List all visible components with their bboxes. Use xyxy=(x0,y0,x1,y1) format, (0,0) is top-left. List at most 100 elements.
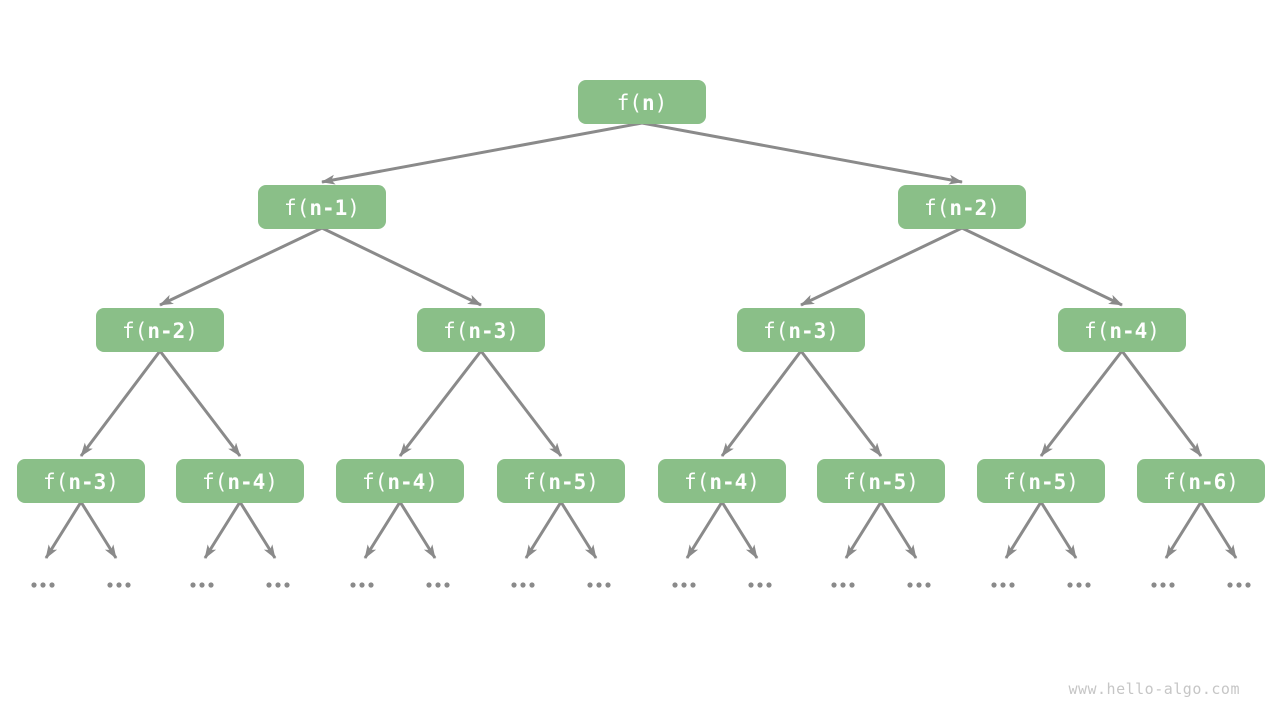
tree-node-label: f(n-3) xyxy=(43,470,119,494)
tree-node-label: f(n) xyxy=(617,91,668,115)
tree-node: f(n-4) xyxy=(658,459,786,503)
leaf-edge xyxy=(238,501,277,559)
leaf-edge xyxy=(363,501,402,559)
ellipsis-dot xyxy=(520,582,526,588)
tree-node: f(n-5) xyxy=(977,459,1105,503)
ellipsis-dot xyxy=(1160,582,1166,588)
leaf-edge xyxy=(1039,501,1078,559)
ellipsis-dot xyxy=(1000,582,1006,588)
ellipsis xyxy=(350,582,374,588)
tree-node-label: f(n-3) xyxy=(443,319,519,343)
ellipsis-dot xyxy=(1067,582,1073,588)
ellipsis-dot xyxy=(757,582,763,588)
leaf-edge xyxy=(685,501,724,559)
tree-edge xyxy=(398,350,483,457)
ellipsis-dot xyxy=(116,582,122,588)
tree-node-label: f(n-5) xyxy=(1003,470,1079,494)
tree-node: f(n-4) xyxy=(176,459,304,503)
ellipsis-dot xyxy=(275,582,281,588)
tree-node: f(n-3) xyxy=(17,459,145,503)
ellipsis-dot xyxy=(766,582,772,588)
ellipsis-dot xyxy=(916,582,922,588)
leaf-edge xyxy=(879,501,918,559)
tree-node: f(n-4) xyxy=(336,459,464,503)
tree-node-label: f(n-3) xyxy=(763,319,839,343)
tree-node-label: f(n-4) xyxy=(362,470,438,494)
leaf-edge xyxy=(559,501,598,559)
ellipsis xyxy=(748,582,772,588)
leaf-edge xyxy=(44,501,83,559)
tree-node-box xyxy=(497,459,625,503)
tree-node-box xyxy=(898,185,1026,229)
ellipsis xyxy=(587,582,611,588)
tree-node: f(n-4) xyxy=(1058,308,1186,352)
ellipsis-dot xyxy=(1245,582,1251,588)
tree-edge xyxy=(79,350,162,457)
tree-node-box xyxy=(1058,308,1186,352)
tree-node-label: f(n-4) xyxy=(202,470,278,494)
leaf-edge xyxy=(398,501,437,559)
ellipsis xyxy=(190,582,214,588)
ellipsis-dot xyxy=(991,582,997,588)
ellipsis-dot xyxy=(1009,582,1015,588)
leaf-edge xyxy=(79,501,118,559)
tree-node: f(n-3) xyxy=(737,308,865,352)
tree-node-box xyxy=(258,185,386,229)
ellipsis-dot xyxy=(1085,582,1091,588)
tree-node: f(n) xyxy=(578,80,706,124)
ellipsis-dot xyxy=(1151,582,1157,588)
ellipsis-dot xyxy=(840,582,846,588)
ellipsis-dot xyxy=(190,582,196,588)
tree-node: f(n-5) xyxy=(497,459,625,503)
tree-edge xyxy=(479,350,563,457)
tree-edge xyxy=(159,226,323,307)
ellipsis-dot xyxy=(511,582,517,588)
ellipsis-dot xyxy=(208,582,214,588)
ellipsis-dot xyxy=(199,582,205,588)
ellipsis xyxy=(31,582,55,588)
tree-edge xyxy=(641,121,963,185)
leaf-edge xyxy=(1004,501,1043,559)
ellipsis xyxy=(1227,582,1251,588)
ellipsis-dot xyxy=(529,582,535,588)
ellipsis-dot xyxy=(925,582,931,588)
tree-edge xyxy=(1039,350,1124,457)
leaf-edge xyxy=(524,501,563,559)
leaf-edge xyxy=(844,501,883,559)
tree-node-label: f(n-4) xyxy=(684,470,760,494)
leaf-edge xyxy=(1164,501,1203,559)
tree-node-label: f(n-5) xyxy=(843,470,919,494)
ellipsis-dot xyxy=(40,582,46,588)
ellipsis-dot xyxy=(1227,582,1233,588)
ellipsis-dot xyxy=(831,582,837,588)
tree-node: f(n-6) xyxy=(1137,459,1265,503)
leaf-edge xyxy=(203,501,242,559)
leaf-edge xyxy=(1199,501,1238,559)
ellipsis-dot xyxy=(107,582,113,588)
ellipsis xyxy=(1151,582,1175,588)
ellipsis xyxy=(426,582,450,588)
ellipsis xyxy=(907,582,931,588)
tree-node-label: f(n-1) xyxy=(284,196,360,220)
ellipsis-dot xyxy=(1076,582,1082,588)
tree-node-label: f(n-2) xyxy=(122,319,198,343)
ellipsis-dot xyxy=(435,582,441,588)
tree-node: f(n-2) xyxy=(898,185,1026,229)
tree-node-box xyxy=(1137,459,1265,503)
tree-node-box xyxy=(96,308,224,352)
ellipsis-dot xyxy=(125,582,131,588)
tree-edge xyxy=(961,226,1123,307)
tree-edge xyxy=(158,350,242,457)
tree-node-label: f(n-2) xyxy=(924,196,1000,220)
tree-edge xyxy=(1120,350,1203,457)
tree-node-label: f(n-4) xyxy=(1084,319,1160,343)
ellipsis-dot xyxy=(1169,582,1175,588)
ellipsis xyxy=(107,582,131,588)
ellipsis-dot xyxy=(605,582,611,588)
tree-node-box xyxy=(176,459,304,503)
ellipsis-dot xyxy=(284,582,290,588)
ellipsis xyxy=(991,582,1015,588)
tree-node-box xyxy=(17,459,145,503)
